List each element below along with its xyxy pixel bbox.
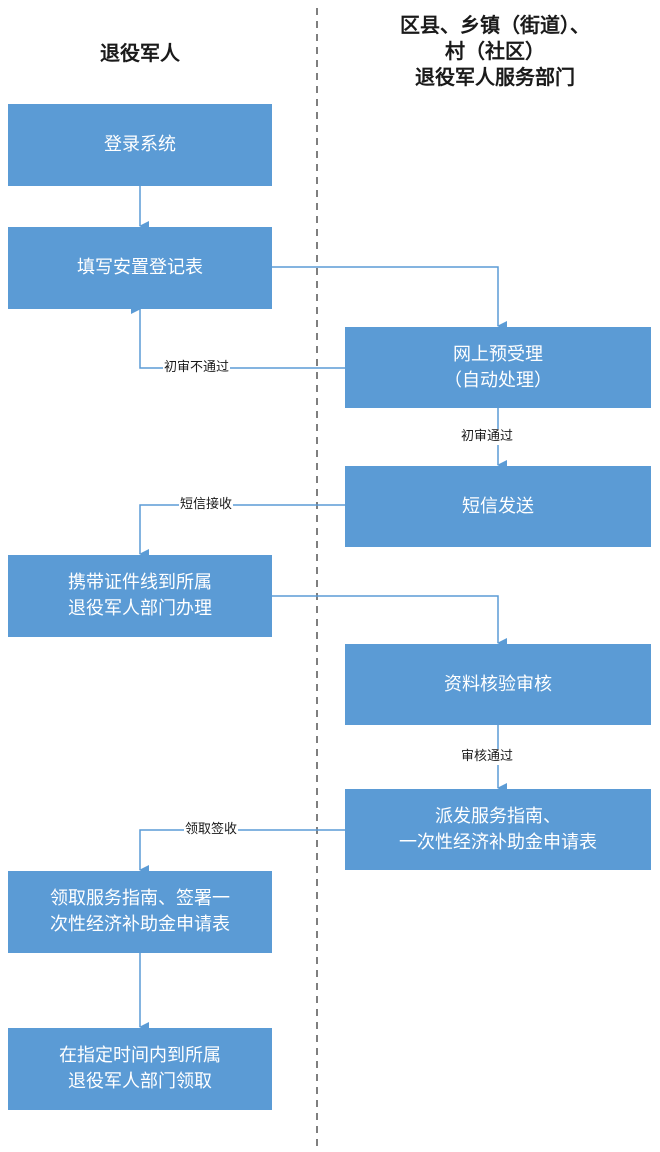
node-bring-docs: 携带证件线到所属 退役军人部门办理 <box>8 555 272 637</box>
node-issue: 派发服务指南、 一次性经济补助金申请表 <box>345 789 651 870</box>
edge-label-initial-fail: 初审不通过 <box>163 360 231 376</box>
node-sms-send: 短信发送 <box>345 466 651 547</box>
edge-label-receive-sign: 领取签收 <box>184 822 239 838</box>
edge-label-initial-pass: 初审通过 <box>460 429 515 445</box>
edge-receive-sign <box>139 829 345 875</box>
node-collect: 在指定时间内到所属 退役军人部门领取 <box>8 1028 272 1110</box>
node-verify: 资料核验审核 <box>345 644 651 725</box>
edge-bring-to-verify <box>272 595 507 648</box>
node-fill-form: 填写安置登记表 <box>8 227 272 309</box>
edge-fill-to-online <box>272 266 507 331</box>
edge-label-review-pass: 审核通过 <box>460 749 515 765</box>
lane-title-service-dept: 区县、乡镇（街道）、 村（社区） 退役军人服务部门 <box>400 13 590 89</box>
lane-title-veterans: 退役军人 <box>100 41 180 65</box>
node-receive-sign: 领取服务指南、签署一 次性经济补助金申请表 <box>8 871 272 953</box>
edge-initial-fail <box>131 304 345 369</box>
edge-sms-receive <box>139 504 345 559</box>
node-login: 登录系统 <box>8 104 272 186</box>
edge-label-sms-receive: 短信接收 <box>179 497 234 513</box>
node-online-pre: 网上预受理 （自动处理） <box>345 327 651 408</box>
